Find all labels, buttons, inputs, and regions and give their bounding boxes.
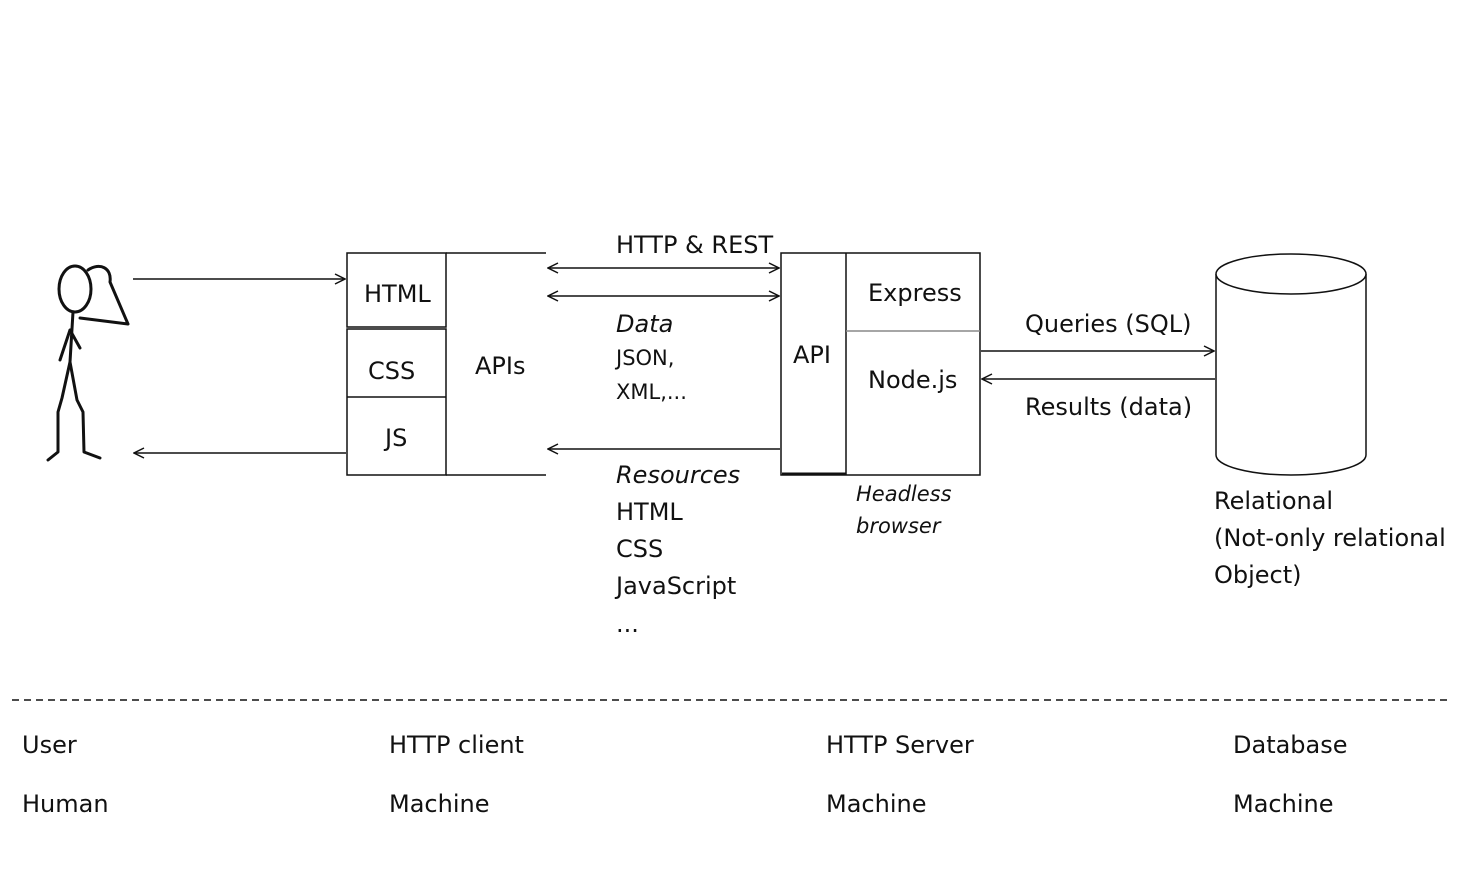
resource-line-javascript: JavaScript [616,572,737,600]
resource-line-css: CSS [616,535,664,563]
footer-kind-database: Machine [1233,790,1334,818]
footer-role-client: HTTP client [389,731,524,759]
footer-role-database: Database [1233,731,1348,759]
client-js-label: JS [385,424,408,452]
http-client-box [346,252,546,476]
results-label: Results (data) [1025,393,1193,421]
http-server-box [780,252,981,476]
footer-role-server: HTTP Server [826,731,974,759]
headless-label: Headless [856,482,952,506]
footer-kind-user: Human [22,790,109,818]
data-heading: Data [616,310,674,338]
footer-kind-client: Machine [389,790,490,818]
http-rest-label: HTTP & REST [616,231,774,259]
server-api-label: API [793,341,831,369]
client-html-label: HTML [364,280,431,308]
db-type-line-2: (Not-only relational [1214,524,1446,552]
data-line-json: JSON, [616,346,675,370]
user-figure [46,264,130,462]
db-type-line-3: Object) [1214,561,1302,589]
footer-kind-server: Machine [826,790,927,818]
resources-heading: Resources [616,461,741,489]
browser-label: browser [856,514,941,538]
data-line-xml: XML,... [616,380,687,404]
client-css-label: CSS [368,357,416,385]
database-cylinder [1215,253,1367,476]
nodejs-label: Node.js [868,366,958,394]
footer-role-user: User [22,731,77,759]
resource-line-html: HTML [616,498,683,526]
express-label: Express [868,279,962,307]
client-apis-label: APIs [475,352,526,380]
resource-line-ellipsis: ... [616,610,639,638]
queries-label: Queries (SQL) [1025,310,1192,338]
db-type-line-1: Relational [1214,487,1334,515]
